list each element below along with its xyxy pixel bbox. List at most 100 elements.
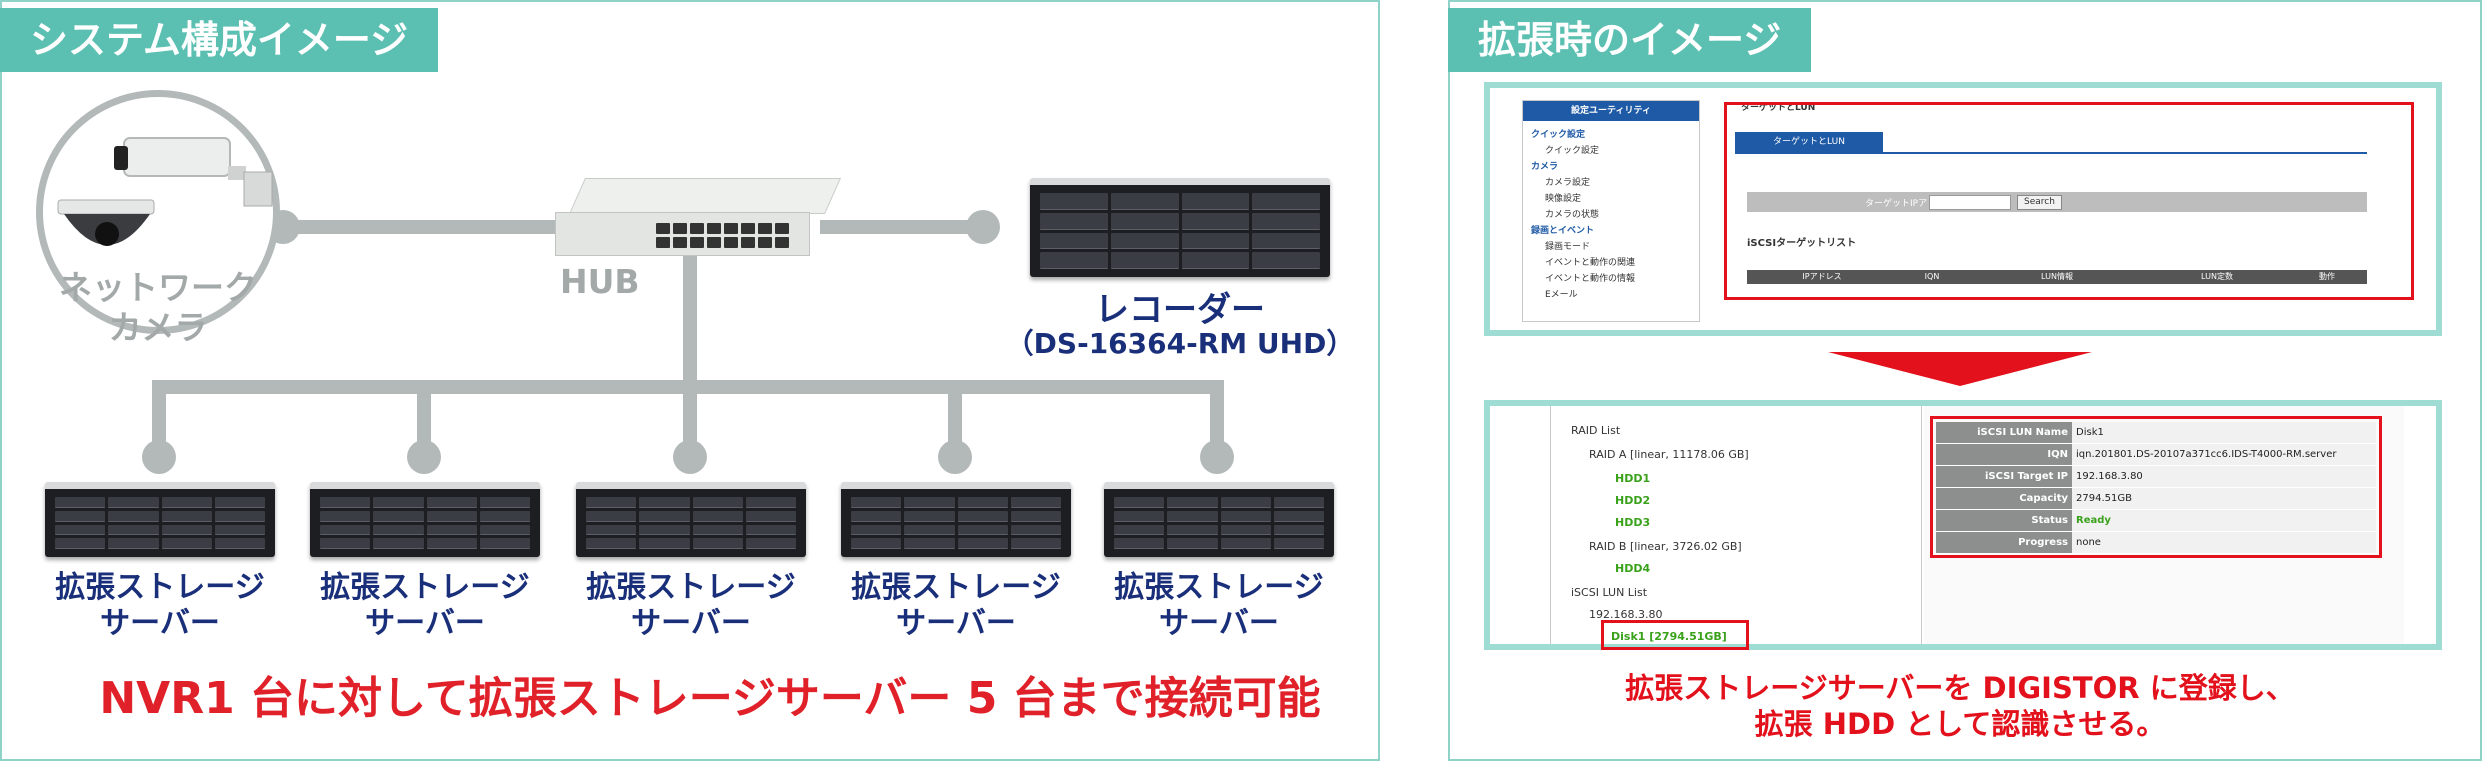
property-row: Status Ready bbox=[1936, 510, 2376, 532]
camera-hub-link bbox=[280, 220, 562, 234]
property-row: Capacity 2794.51GB bbox=[1936, 488, 2376, 510]
property-key: iSCSI Target IP bbox=[1936, 466, 2072, 487]
target-lun-content: ターゲットとLUN ターゲットとLUN ターゲットIPアドレス Search i… bbox=[1735, 100, 2405, 320]
server-drop-3 bbox=[683, 380, 697, 448]
sidebar-item-camera-status[interactable]: カメラの状態 bbox=[1545, 210, 1600, 220]
highlight-lun-disk bbox=[1601, 620, 1749, 650]
caption-line2: 拡張 HDD として認識させる。 bbox=[1754, 707, 2166, 741]
connector-dot bbox=[1200, 440, 1234, 474]
server-label-line2: サーバー bbox=[896, 606, 1016, 641]
sidebar-item-event-action[interactable]: イベントと動作の関連 bbox=[1545, 258, 1636, 268]
target-lun-screenshot: 設定ユーティリティ クイック設定 クイック設定 カメラ カメラ設定 映像設定 カ… bbox=[1484, 82, 2442, 336]
sidebar-item-record-mode[interactable]: 録画モード bbox=[1545, 242, 1591, 252]
server-label: 拡張ストレージ サーバー bbox=[1104, 570, 1334, 642]
tree-hdd2[interactable]: HDD2 bbox=[1615, 494, 1651, 507]
property-row: iSCSI LUN Name Disk1 bbox=[1936, 422, 2376, 444]
column-action: 動作 bbox=[2319, 272, 2335, 281]
address-label: ターゲットIPアドレス bbox=[1865, 199, 1955, 209]
tree-hdd4[interactable]: HDD4 bbox=[1615, 562, 1651, 575]
caption-line1: 拡張ストレージサーバーを DIGISTOR に登録し、 bbox=[1625, 671, 2295, 705]
tree-lun-ip[interactable]: 192.168.3.80 bbox=[1589, 608, 1663, 621]
tree-lun-disk[interactable]: Disk1 [2794.51GB] bbox=[1611, 630, 1727, 643]
highlight-lun-properties bbox=[1930, 416, 2382, 558]
system-diagram-title: システム構成イメージ bbox=[0, 8, 439, 72]
target-list-title: iSCSIターゲットリスト bbox=[1747, 238, 1857, 249]
tree-raid-b[interactable]: RAID B [linear, 3726.02 GB] bbox=[1589, 540, 1742, 553]
lun-properties-pane: iSCSI LUN Name Disk1 IQN iqn.201801.DS-2… bbox=[1924, 406, 2404, 644]
storage-server bbox=[1104, 482, 1334, 557]
recorder-label: レコーダー bbox=[1095, 290, 1265, 330]
caption: 拡張ストレージサーバーを DIGISTOR に登録し、 拡張 HDD として認識… bbox=[1460, 670, 2460, 742]
property-row: Progress none bbox=[1936, 532, 2376, 554]
camera-label-line2: カメラ bbox=[108, 308, 208, 347]
search-button[interactable]: Search bbox=[2017, 195, 2062, 210]
property-key: Status bbox=[1936, 510, 2072, 531]
property-row: IQN iqn.201801.DS-20107a371cc6.IDS-T4000… bbox=[1936, 444, 2376, 466]
bullet-camera-icon bbox=[114, 137, 273, 207]
sidebar-group-recording[interactable]: 録画とイベント bbox=[1531, 226, 1595, 236]
column-lun-info: LUN情報 bbox=[2041, 272, 2073, 281]
sidebar-item-event-info[interactable]: イベントと動作の情報 bbox=[1545, 274, 1636, 284]
server-label-line1: 拡張ストレージ bbox=[1114, 570, 1324, 605]
camera-label: ネットワーク カメラ bbox=[36, 268, 280, 348]
server-drop-4 bbox=[948, 380, 962, 448]
recorder-model: （DS-16364-RM UHD） bbox=[1005, 327, 1355, 360]
address-input[interactable] bbox=[1929, 195, 2011, 210]
property-value: Ready bbox=[2072, 510, 2376, 531]
server-label: 拡張ストレージ サーバー bbox=[45, 570, 275, 642]
tree-hdd1[interactable]: HDD1 bbox=[1615, 472, 1651, 485]
expansion-image-title: 拡張時のイメージ bbox=[1448, 8, 1812, 72]
tab-target-lun[interactable]: ターゲットとLUN bbox=[1735, 132, 1883, 152]
connector-dot bbox=[673, 440, 707, 474]
property-row: iSCSI Target IP 192.168.3.80 bbox=[1936, 466, 2376, 488]
raid-tree-pane: RAID List RAID A [linear, 11178.06 GB] H… bbox=[1550, 406, 1922, 650]
camera-label-line1: ネットワーク bbox=[59, 268, 257, 307]
tree-raid-a[interactable]: RAID A [linear, 11178.06 GB] bbox=[1589, 448, 1749, 461]
network-camera-group bbox=[36, 90, 280, 334]
dome-camera-icon bbox=[57, 199, 155, 246]
sidebar-item-quick-setting[interactable]: クイック設定 bbox=[1545, 146, 1600, 156]
server-label-line1: 拡張ストレージ bbox=[851, 570, 1061, 605]
down-arrow-icon bbox=[1828, 352, 2092, 386]
server-label-line2: サーバー bbox=[365, 606, 485, 641]
connector-dot bbox=[407, 440, 441, 474]
server-label-line2: サーバー bbox=[631, 606, 751, 641]
server-drop-1 bbox=[152, 380, 166, 448]
target-table-header: IPアドレス IQN LUN情報 LUN定数 動作 bbox=[1747, 270, 2367, 284]
hub-front-face bbox=[555, 212, 810, 256]
connector-dot bbox=[966, 210, 1000, 244]
property-value: iqn.201801.DS-20107a371cc6.IDS-T4000-RM.… bbox=[2072, 444, 2376, 465]
server-label-line2: サーバー bbox=[100, 606, 220, 641]
property-key: IQN bbox=[1936, 444, 2072, 465]
sidebar-group-quick[interactable]: クイック設定 bbox=[1531, 130, 1586, 140]
server-drop-5 bbox=[1210, 380, 1224, 448]
hub-trunk-line bbox=[683, 256, 697, 386]
server-label-line2: サーバー bbox=[1159, 606, 1279, 641]
sidebar-item-camera-setting[interactable]: カメラ設定 bbox=[1545, 178, 1591, 188]
tree-hdd3[interactable]: HDD3 bbox=[1615, 516, 1651, 529]
server-label: 拡張ストレージ サーバー bbox=[310, 570, 540, 642]
tree-raid-list[interactable]: RAID List bbox=[1571, 424, 1621, 437]
storage-server bbox=[310, 482, 540, 557]
server-drop-2 bbox=[417, 380, 431, 448]
property-key: iSCSI LUN Name bbox=[1936, 422, 2072, 443]
headline: NVR1 台に対して拡張ストレージサーバー 5 台まで接続可能 bbox=[99, 673, 1321, 724]
sidebar-item-video-setting[interactable]: 映像設定 bbox=[1545, 194, 1582, 204]
hub-top-face bbox=[569, 178, 842, 214]
property-value: Disk1 bbox=[2072, 422, 2376, 443]
server-label-line1: 拡張ストレージ bbox=[586, 570, 796, 605]
tab-underline bbox=[1735, 152, 2367, 154]
recorder-device bbox=[1030, 178, 1330, 277]
sidebar-item-email[interactable]: Eメール bbox=[1545, 290, 1578, 300]
column-lun-const: LUN定数 bbox=[2201, 272, 2233, 281]
network-hub bbox=[555, 178, 842, 256]
hub-ports bbox=[656, 223, 789, 248]
property-value: 2794.51GB bbox=[2072, 488, 2376, 509]
property-value: 192.168.3.80 bbox=[2072, 466, 2376, 487]
storage-server bbox=[841, 482, 1071, 557]
server-label: 拡張ストレージ サーバー bbox=[576, 570, 806, 642]
hub-label: HUB bbox=[560, 262, 640, 301]
sidebar-group-camera[interactable]: カメラ bbox=[1531, 162, 1559, 172]
tree-lun-list[interactable]: iSCSI LUN List bbox=[1571, 586, 1648, 599]
server-label-line1: 拡張ストレージ bbox=[55, 570, 265, 605]
